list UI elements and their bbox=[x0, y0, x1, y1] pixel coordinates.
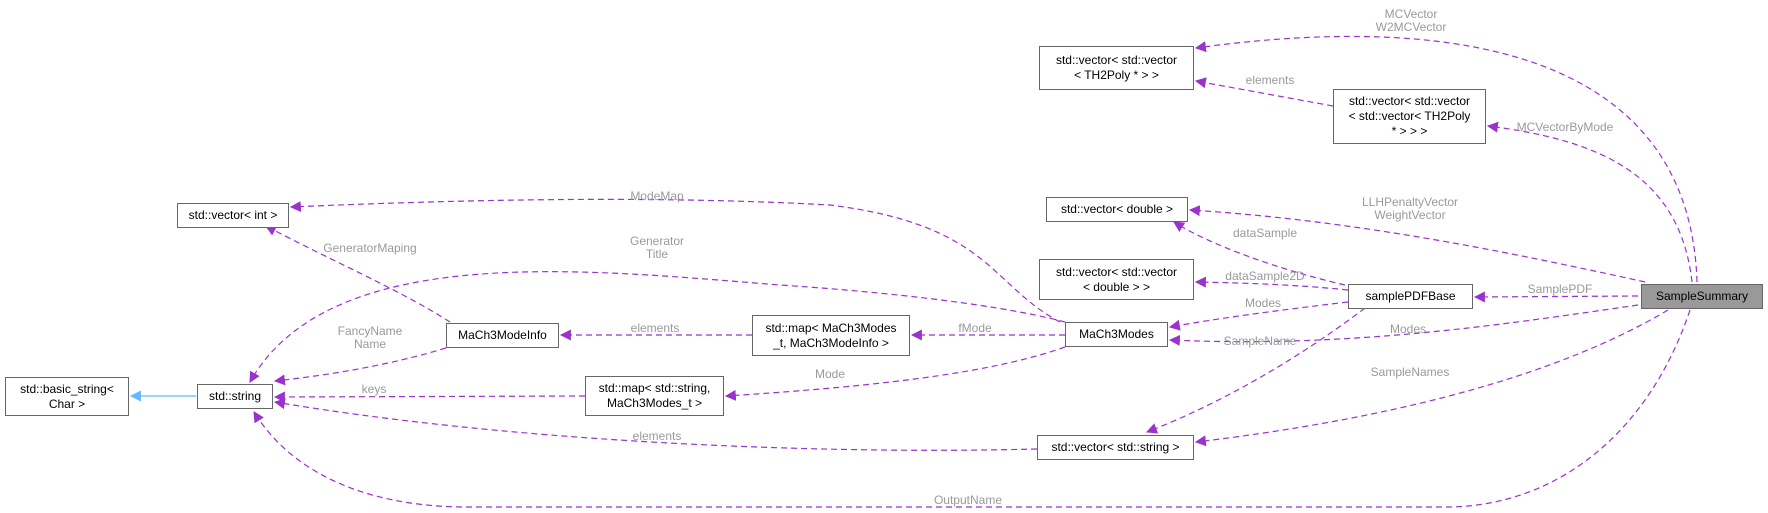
vector-string-node[interactable]: std::vector< std::string > bbox=[1037, 435, 1194, 460]
edge-keys bbox=[273, 391, 586, 403]
edge-output-name bbox=[253, 309, 1691, 508]
edge-label-mode: Mode bbox=[814, 367, 846, 381]
edge-label-mode-map: ModeMap bbox=[630, 189, 684, 203]
edge-elements-th2poly bbox=[1194, 77, 1334, 107]
edge-modes-pdf bbox=[1168, 301, 1349, 331]
edge-label-elements-info: elements bbox=[630, 321, 680, 335]
edge-label-fmode: fMode bbox=[958, 321, 992, 335]
vector-vector-double-node[interactable]: std::vector< std::vector < double > > bbox=[1039, 259, 1194, 300]
edge-fancy-name bbox=[273, 347, 447, 386]
edge-generator-maping bbox=[265, 225, 451, 323]
edge-llh-weight bbox=[1188, 205, 1646, 283]
edge-sample-name bbox=[1145, 307, 1366, 434]
edge-label-output-name: OutputName bbox=[933, 493, 1003, 507]
edge-sample-pdf bbox=[1473, 291, 1639, 303]
edge-generator-title bbox=[249, 271, 1066, 383]
edge-mcvector-by-mode bbox=[1486, 121, 1693, 283]
vector-double-node[interactable]: std::vector< double > bbox=[1046, 197, 1188, 222]
edge-label-mcvector-by-mode: MCVectorByMode bbox=[1516, 120, 1614, 134]
edge-label-elements-th2poly: elements bbox=[1245, 73, 1295, 87]
edge-elements-string bbox=[273, 398, 1038, 451]
edge-label-sample-names: SampleNames bbox=[1370, 365, 1450, 379]
edge-label-sample-name: SampleName bbox=[1223, 334, 1297, 348]
edge-label-elements-string: elements bbox=[632, 429, 682, 443]
edge-label-fancy-name: FancyName Name bbox=[337, 324, 403, 351]
edge-label-generator-title: Generator Title bbox=[629, 234, 685, 261]
edge-label-modes-summary: Modes bbox=[1389, 322, 1427, 336]
edge-mode bbox=[724, 346, 1066, 401]
std-string-node[interactable]: std::string bbox=[197, 384, 273, 409]
edge-data-sample-2d bbox=[1194, 276, 1349, 291]
mach3-mode-info-node[interactable]: MaCh3ModeInfo bbox=[446, 323, 559, 348]
basic-string-node[interactable]: std::basic_string< Char > bbox=[5, 377, 129, 416]
edge-label-llh-weight: LLHPenaltyVector WeightVector bbox=[1361, 195, 1459, 222]
edge-label-keys: keys bbox=[361, 382, 387, 396]
edge-label-modes-pdf: Modes bbox=[1244, 296, 1282, 310]
vector-vector-vector-th2poly-node[interactable]: std::vector< std::vector < std::vector< … bbox=[1333, 89, 1486, 144]
edge-modes-summary bbox=[1168, 304, 1639, 346]
edge-data-sample bbox=[1173, 221, 1346, 286]
mach3-modes-node[interactable]: MaCh3Modes bbox=[1065, 322, 1168, 347]
edge-label-sample-pdf: SamplePDF bbox=[1527, 282, 1593, 296]
sample-summary-node[interactable]: SampleSummary bbox=[1641, 284, 1763, 309]
edge-label-generator-maping: GeneratorMaping bbox=[323, 241, 417, 255]
edge-label-data-sample: dataSample bbox=[1232, 226, 1298, 240]
sample-pdf-base-node[interactable]: samplePDFBase bbox=[1348, 284, 1473, 309]
edge-label-mcvector: MCVector W2MCVector bbox=[1375, 7, 1447, 34]
edge-mode-map bbox=[289, 198, 1061, 323]
vector-int-node[interactable]: std::vector< int > bbox=[177, 203, 289, 228]
edge-label-data-sample-2d: dataSample2D bbox=[1225, 269, 1305, 283]
vector-vector-th2poly-node[interactable]: std::vector< std::vector < TH2Poly * > > bbox=[1039, 46, 1194, 90]
map-string-modes-node[interactable]: std::map< std::string, MaCh3Modes_t > bbox=[585, 376, 724, 416]
edge-mcvector bbox=[1194, 35, 1698, 283]
map-modes-info-node[interactable]: std::map< MaCh3Modes _t, MaCh3ModeInfo > bbox=[752, 315, 910, 356]
